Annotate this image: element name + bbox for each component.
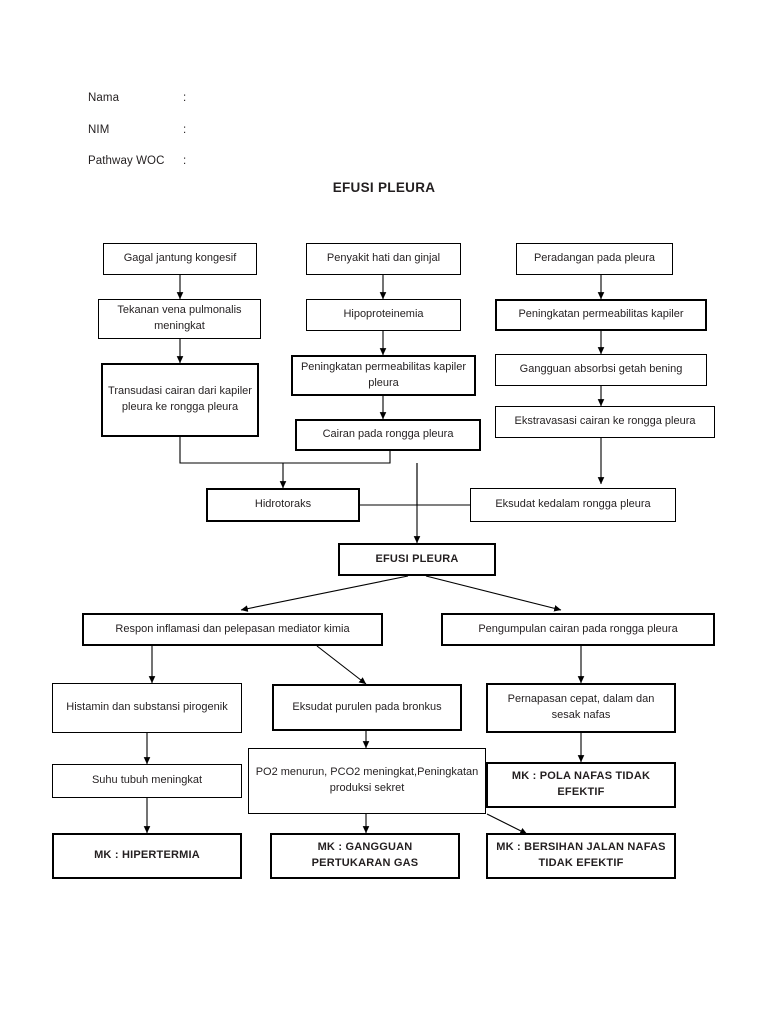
node-pengumpulan-cairan[interactable]: Pengumpulan cairan pada rongga pleura [441, 613, 715, 646]
node-peningkatan-permeabilitas-kapiler[interactable]: Peningkatan permeabilitas kapiler [495, 299, 707, 331]
node-po2-pco2[interactable]: PO2 menurun, PCO2 meningkat,Peningkatan … [248, 748, 486, 814]
node-hipoproteinemia[interactable]: Hipoproteinemia [306, 299, 461, 331]
node-gangguan-absorbsi-getah-bening[interactable]: Gangguan absorbsi getah bening [495, 354, 707, 386]
node-eksudat-kedalam-rongga-pleura[interactable]: Eksudat kedalam rongga pleura [470, 488, 676, 522]
node-cairan-pada-rongga-pleura[interactable]: Cairan pada rongga pleura [295, 419, 481, 451]
node-mk-gangguan-pertukaran-gas[interactable]: MK : GANGGUAN PERTUKARAN GAS [270, 833, 460, 879]
node-mk-hipertermia[interactable]: MK : HIPERTERMIA [52, 833, 242, 879]
field-pathway-woc-label: Pathway WOC [88, 155, 165, 167]
field-pathway-woc-colon: : [183, 155, 187, 167]
rail-hidrotoraks-to-efusi [360, 463, 418, 506]
node-mk-bersihan-jalan-nafas[interactable]: MK : BERSIHAN JALAN NAFAS TIDAK EFEKTIF [486, 833, 676, 879]
node-efusi-pleura[interactable]: EFUSI PLEURA [338, 543, 496, 576]
node-suhu-tubuh-meningkat[interactable]: Suhu tubuh meningkat [52, 764, 242, 798]
edge-efusi-to-respon-inflamasi [240, 575, 409, 612]
rail-cairan-to-merge [283, 451, 391, 464]
node-tekanan-vena-pulmonalis-meningkat[interactable]: Tekanan vena pulmonalis meningkat [98, 299, 261, 339]
node-penyakit-hati-dan-ginjal[interactable]: Penyakit hati dan ginjal [306, 243, 461, 275]
node-peningkatan-permeabilitas-kapiler-pleura[interactable]: Peningkatan permeabilitas kapiler pleura [291, 355, 476, 396]
node-mk-pola-nafas-tidak-efektif[interactable]: MK : POLA NAFAS TIDAK EFEKTIF [486, 762, 676, 808]
node-ekstravasasi-cairan-ke-rongga-pleura[interactable]: Ekstravasasi cairan ke rongga pleura [495, 406, 715, 438]
field-nama-label: Nama [88, 92, 120, 104]
node-transudasi-cairan[interactable]: Transudasi cairan dari kapiler pleura ke… [101, 363, 259, 437]
edge-efusi-to-pengumpulan [425, 575, 562, 612]
node-histamin-dan-substansi-pirogenik[interactable]: Histamin dan substansi pirogenik [52, 683, 242, 733]
field-nim-label: NIM [88, 124, 110, 136]
rail-transudasi-to-merge [179, 437, 283, 464]
edge-po2-to-mk-bersihan [486, 813, 528, 835]
field-nama-colon: : [183, 92, 187, 104]
node-respon-inflamasi[interactable]: Respon inflamasi dan pelepasan mediator … [82, 613, 383, 646]
node-peradangan-pada-pleura[interactable]: Peradangan pada pleura [516, 243, 673, 275]
node-eksudat-purulen-pada-bronkus[interactable]: Eksudat purulen pada bronkus [272, 684, 462, 731]
node-gagal-jantung-kongesif[interactable]: Gagal jantung kongesif [103, 243, 257, 275]
node-hidrotoraks[interactable]: Hidrotoraks [206, 488, 360, 522]
node-pernapasan-cepat[interactable]: Pernapasan cepat, dalam dan sesak nafas [486, 683, 676, 733]
diagram-title: EFUSI PLEURA [332, 180, 436, 195]
edge-respon-to-eksudat-purulen [316, 645, 367, 685]
field-nim-colon: : [183, 124, 187, 136]
